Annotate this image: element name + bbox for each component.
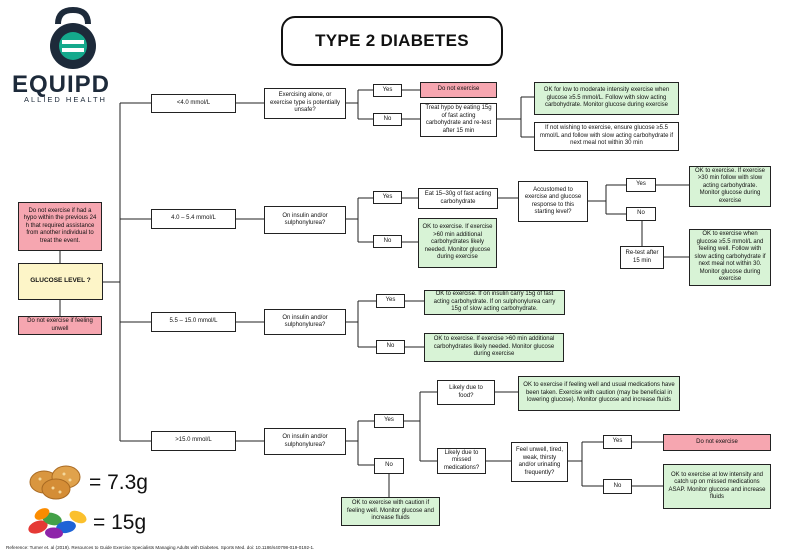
- biscuit-carb-value: = 7.3g: [89, 471, 148, 494]
- 4to5-retest-box: Re-test after 15 min: [620, 246, 664, 269]
- gt15-yes-label: Yes: [374, 414, 404, 428]
- page-title: TYPE 2 DIABETES: [281, 16, 503, 66]
- lt4-do-not-exercise: Do not exercise: [420, 82, 497, 98]
- kettlebell-logo-icon: [50, 6, 96, 69]
- gt15-do-not-exercise: Do not exercise: [663, 434, 771, 451]
- gt15-fu-yes-label: Yes: [603, 435, 632, 449]
- gt15-food-result: OK to exercise if feeling well and usual…: [518, 376, 680, 411]
- gt15-question-box: On insulin and/or sulphonylurea?: [264, 428, 346, 455]
- 5to15-no-result: OK to exercise. If exercise >60 min addi…: [424, 333, 564, 362]
- gt15-due-meds-box: Likely due to missed medications?: [437, 448, 486, 474]
- jellybean-carb-value: = 15g: [93, 511, 147, 534]
- 5to15-no-label: No: [376, 340, 405, 354]
- lt4-yes-label: Yes: [373, 84, 402, 97]
- biscuit-icon: [29, 465, 81, 500]
- 5to15-yes-label: Yes: [376, 294, 405, 308]
- glucose-level-box: GLUCOSE LEVEL ?: [18, 263, 103, 300]
- brand-subtitle: ALLIED HEALTH: [24, 95, 107, 104]
- range-lt4-box: <4.0 mmol/L: [151, 94, 236, 113]
- gt15-fu-no-label: No: [603, 479, 632, 494]
- brand-name: EQUIPD: [12, 71, 111, 98]
- 5to15-question-box: On insulin and/or sulphonylurea?: [264, 309, 346, 335]
- 5to15-yes-result: OK to exercise. If on insulin carry 15g …: [424, 290, 565, 315]
- range-gt15-box: >15.0 mmol/L: [151, 431, 236, 451]
- gt15-fu-no-result: OK to exercise at low intensity and catc…: [663, 464, 771, 509]
- 4to5-acc-yes-label: Yes: [626, 178, 656, 192]
- 4to5-yes-label: Yes: [373, 191, 402, 204]
- lt4-question-box: Exercising alone, or exercise type is po…: [264, 88, 346, 119]
- jellybeans-icon: [28, 508, 87, 539]
- 4to5-accustomed-box: Accustomed to exercise and glucose respo…: [518, 181, 588, 222]
- lt4-ok-result: OK for low to moderate intensity exercis…: [534, 82, 679, 115]
- reference-text: Reference: Turner et. al (2019). Resourc…: [6, 545, 315, 550]
- 4to5-acc-no-result: OK to exercise when glucose ≥5.5 mmol/L …: [689, 229, 771, 286]
- gt15-no-label: No: [374, 458, 404, 474]
- lt4-not-wishing-box: If not wishing to exercise, ensure gluco…: [534, 122, 679, 151]
- gt15-feel-unwell-box: Feel unwell, tired, weak, thirsty and/or…: [511, 442, 568, 482]
- 4to5-no-ok-result: OK to exercise. If exercise >60 min addi…: [418, 218, 497, 268]
- gt15-due-food-box: Likely due to food?: [437, 380, 495, 405]
- lt4-treat-hypo-box: Treat hypo by eating 15g of fast acting …: [420, 103, 497, 137]
- range-5to15-box: 5.5 – 15.0 mmol/L: [151, 312, 236, 332]
- 4to5-eat-carbs-box: Eat 15–30g of fast acting carbohydrate: [418, 188, 498, 209]
- 4to5-no-label: No: [373, 235, 402, 248]
- 4to5-acc-yes-result: OK to exercise. If exercise >30 min foll…: [689, 166, 771, 207]
- gt15-no-result: OK to exercise with caution if feeling w…: [341, 497, 440, 526]
- lt4-no-label: No: [373, 113, 402, 126]
- 4to5-acc-no-label: No: [626, 207, 656, 221]
- hypo-warning-box: Do not exercise if had a hypo within the…: [18, 202, 102, 251]
- 4to5-question-box: On insulin and/or sulphonylurea?: [264, 206, 346, 234]
- unwell-warning-box: Do not exercise if feeling unwell: [18, 316, 102, 335]
- range-4to5-box: 4.0 – 5.4 mmol/L: [151, 209, 236, 229]
